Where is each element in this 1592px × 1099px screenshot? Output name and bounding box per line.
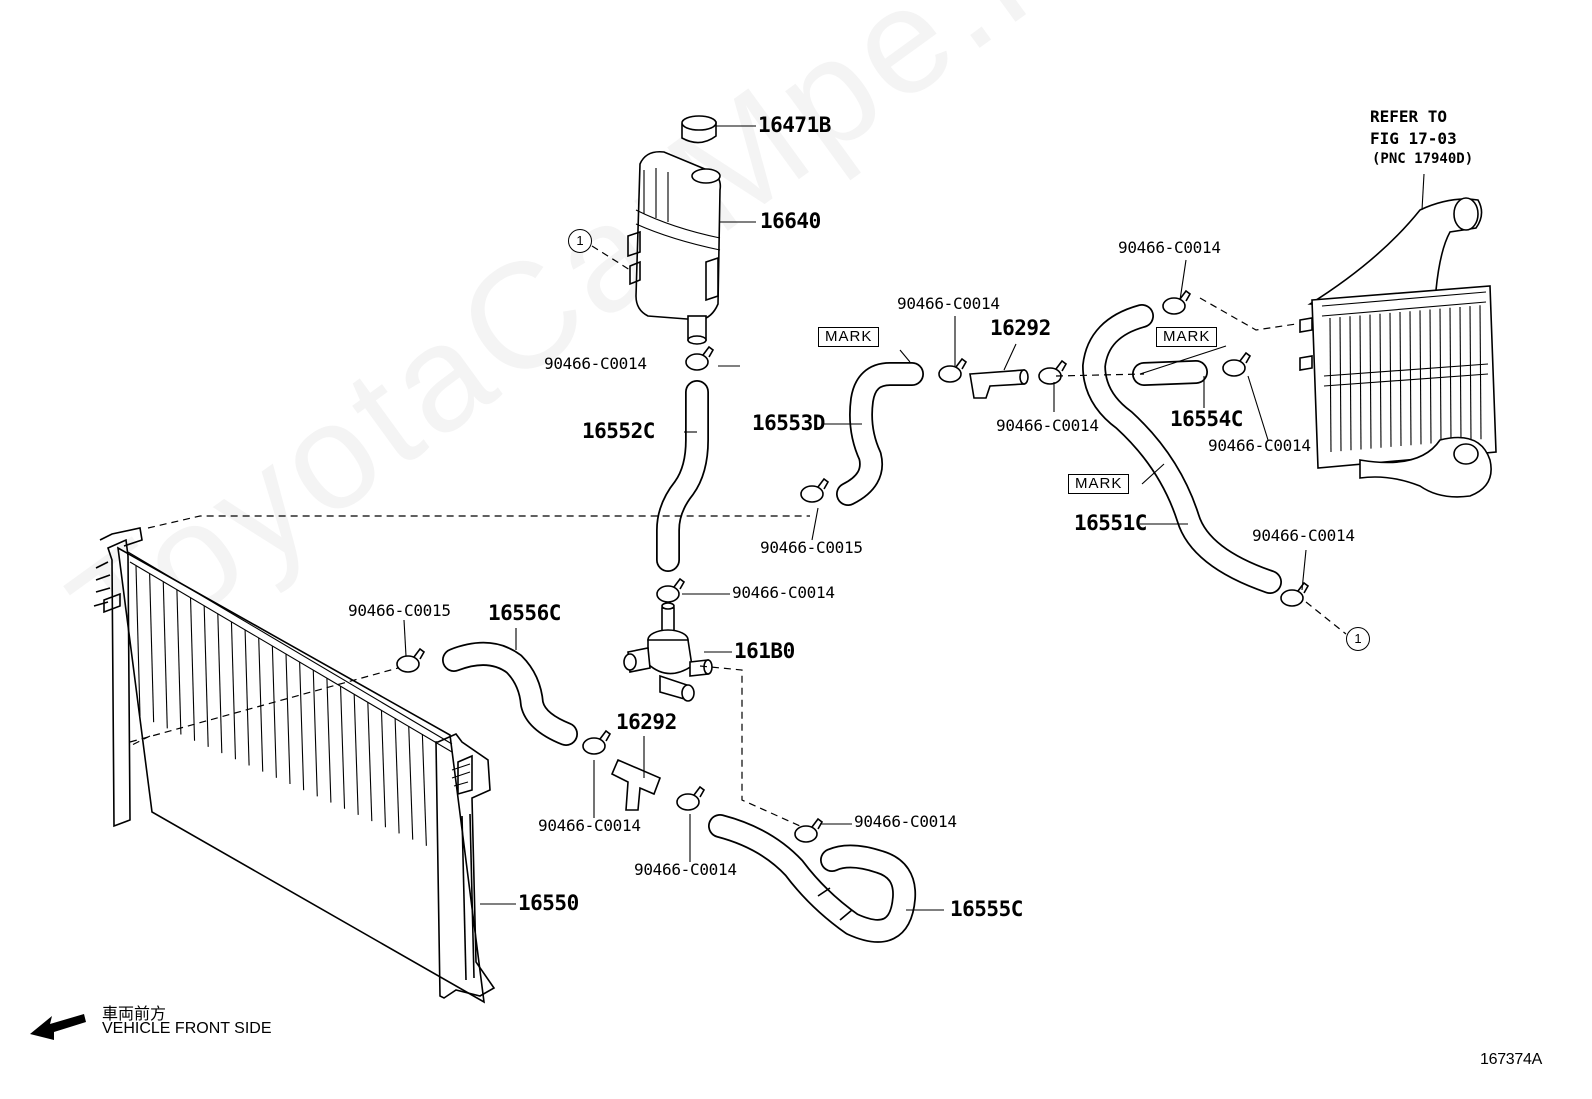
part-label-hose-front: 16553D bbox=[752, 411, 825, 435]
hose-clamp bbox=[1280, 589, 1304, 607]
part-label-pump: 161B0 bbox=[734, 639, 795, 663]
mark-label-front-hose: MARK bbox=[818, 327, 880, 347]
clamp-label-lower-b: 90466-C0014 bbox=[634, 860, 737, 879]
clamp-label-pump-top: 90466-C0014 bbox=[732, 583, 835, 602]
clamp-label-lower-c: 90466-C0014 bbox=[854, 812, 957, 831]
part-label-hose-intercooler: 16554C bbox=[1170, 407, 1243, 431]
radiator bbox=[93, 527, 496, 1004]
part-label-radiator: 16550 bbox=[518, 891, 579, 915]
hose-clamp bbox=[794, 825, 818, 843]
clamp-label-reservoir: 90466-C0014 bbox=[544, 354, 647, 373]
refer-line-2: FIG 17-03 bbox=[1370, 129, 1457, 148]
figure-id: 167374A bbox=[1480, 1051, 1542, 1068]
hose-clamp bbox=[1222, 359, 1246, 377]
reference-circle-lower: 1 bbox=[1346, 627, 1370, 651]
clamp-label-lower-a: 90466-C0014 bbox=[538, 816, 641, 835]
hose-clamp bbox=[656, 585, 680, 603]
water-pump bbox=[623, 602, 713, 702]
hose-clamp bbox=[1162, 297, 1186, 315]
part-label-hose-reservoir: 16552C bbox=[582, 419, 655, 443]
clamp-label-radiator: 90466-C0015 bbox=[348, 601, 451, 620]
part-label-hose-long: 16551C bbox=[1074, 511, 1147, 535]
clamp-label-intercooler: 90466-C0014 bbox=[1208, 436, 1311, 455]
reservoir-tank bbox=[627, 115, 722, 345]
clamps bbox=[396, 289, 1310, 843]
part-label-hose-lower: 16555C bbox=[950, 897, 1023, 921]
dashed-lines bbox=[129, 245, 1347, 827]
part-label-cap: 16471B bbox=[758, 113, 831, 137]
refer-line-3: (PNC 17940D) bbox=[1372, 151, 1474, 167]
hoses bbox=[442, 304, 1282, 943]
leader-lines bbox=[403, 125, 1425, 911]
part-label-hose-radiator: 16556C bbox=[488, 601, 561, 625]
hose-clamp bbox=[676, 793, 700, 811]
mark-label-long-hose: MARK bbox=[1068, 474, 1130, 494]
part-label-reservoir: 16640 bbox=[760, 209, 821, 233]
clamp-label-long: 90466-C0014 bbox=[1252, 526, 1355, 545]
clamp-label-upper-c: 90466-C0014 bbox=[1118, 238, 1221, 257]
hose-clamp bbox=[938, 365, 962, 383]
hose-clamp bbox=[396, 655, 420, 673]
hose-clamp bbox=[685, 353, 709, 371]
clamp-label-upper-a: 90466-C0014 bbox=[897, 294, 1000, 313]
part-label-joint-lower: 16292 bbox=[616, 710, 677, 734]
joints bbox=[610, 369, 1029, 811]
part-label-joint-upper: 16292 bbox=[990, 316, 1051, 340]
clamp-label-upper-b: 90466-C0014 bbox=[996, 416, 1099, 435]
hose-clamp bbox=[582, 737, 606, 755]
hose-clamp bbox=[800, 485, 824, 503]
front-side-japanese: 車両前方 bbox=[102, 1006, 167, 1023]
reference-circle-upper: 1 bbox=[568, 229, 592, 253]
mark-label-intercooler-hose: MARK bbox=[1156, 327, 1218, 347]
front-arrow-icon bbox=[30, 1014, 86, 1040]
front-side-english: VEHICLE FRONT SIDE bbox=[102, 1020, 272, 1037]
clamp-label-front: 90466-C0015 bbox=[760, 538, 863, 557]
refer-line-1: REFER TO bbox=[1370, 107, 1448, 126]
intercooler bbox=[1299, 197, 1497, 498]
